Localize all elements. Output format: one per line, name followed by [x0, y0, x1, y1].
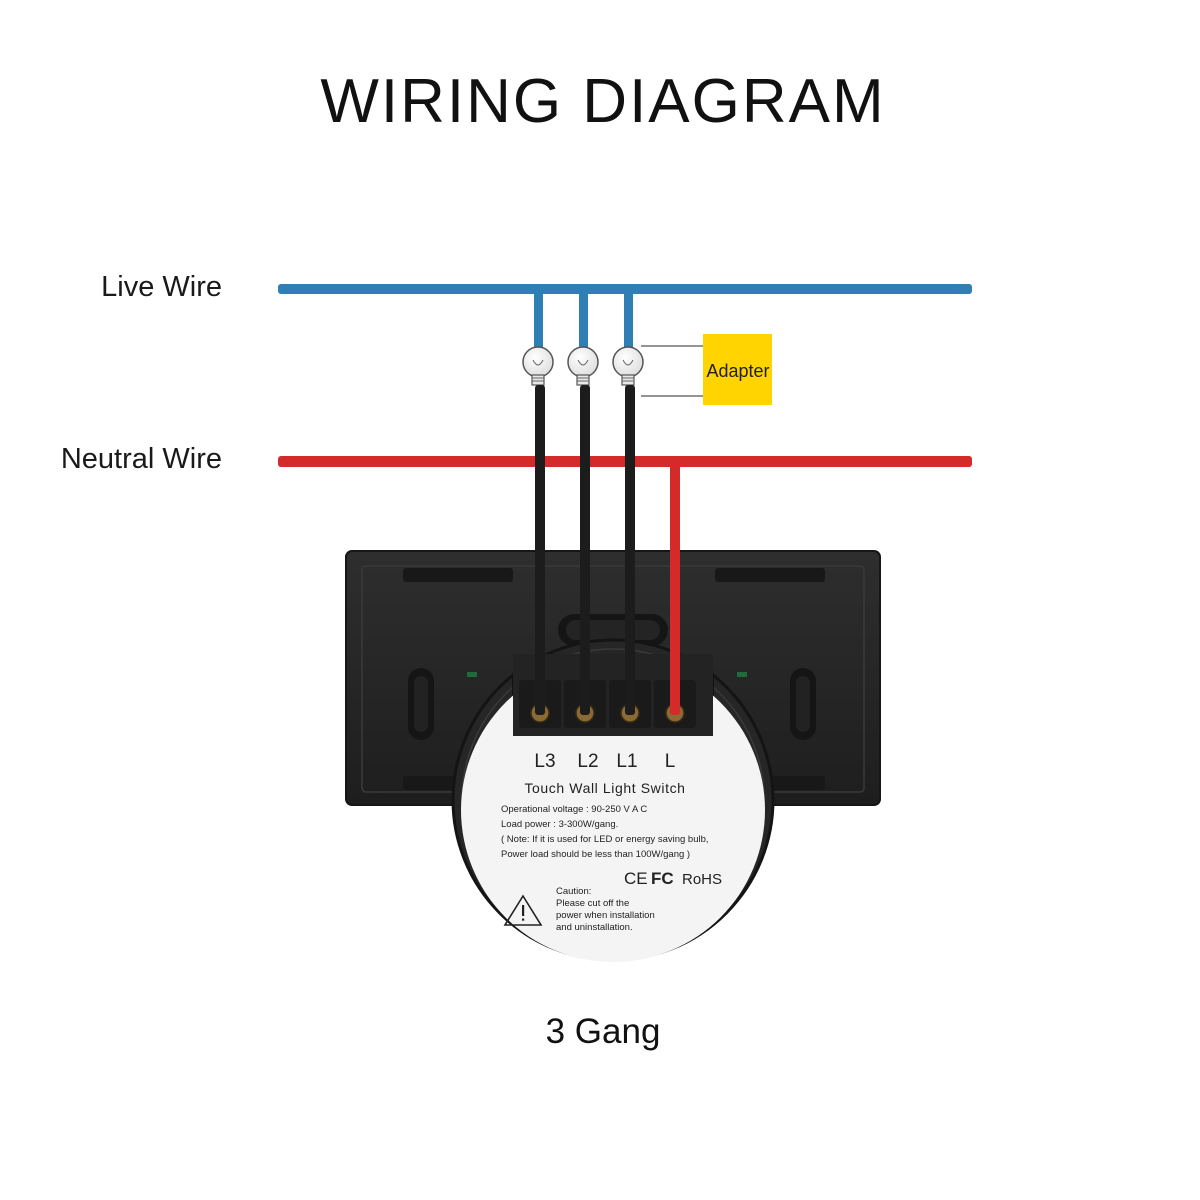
- bulb-icon: [522, 346, 554, 386]
- load-wire-l2: [580, 385, 590, 715]
- load-wires: [535, 385, 635, 715]
- neutral-drop: [670, 462, 680, 715]
- device-label-title: Touch Wall Light Switch: [524, 780, 685, 796]
- bulbs: [522, 346, 644, 386]
- live-drop-2: [579, 289, 588, 349]
- spec-line: Power load should be less than 100W/gang…: [501, 849, 690, 860]
- spec-line: ( Note: If it is used for LED or energy …: [501, 834, 709, 845]
- device-specs: Operational voltage : 90-250 V A C Load …: [501, 804, 709, 860]
- load-wire-l1: [625, 385, 635, 715]
- caution-line: and uninstallation.: [556, 922, 633, 933]
- bulb-icon: [567, 346, 599, 386]
- caution-line: Please cut off the: [556, 898, 629, 909]
- spec-line: Operational voltage : 90-250 V A C: [501, 804, 647, 815]
- live-wire: [278, 284, 972, 294]
- adapter-box: [703, 334, 772, 405]
- neutral-wire-label: Neutral Wire: [61, 443, 222, 475]
- terminal-labels: L3 L2 L1 L: [534, 751, 675, 772]
- adapter-connectors: [641, 345, 704, 397]
- bulb-icon: [612, 346, 644, 386]
- certification-marks: CE FC RoHS: [624, 869, 722, 888]
- terminal-label-l2: L2: [577, 751, 598, 772]
- rohs-mark: RoHS: [682, 871, 722, 888]
- page-title: WIRING DIAGRAM: [320, 67, 885, 136]
- caution-line: power when installation: [556, 910, 655, 921]
- ce-mark: CE: [624, 869, 648, 888]
- caution-line: Caution:: [556, 886, 591, 897]
- live-drop-1: [534, 289, 543, 349]
- adapter-label: Adapter: [706, 361, 769, 381]
- caution-text: Caution: Please cut off the power when i…: [556, 886, 655, 933]
- warning-icon: [503, 894, 543, 926]
- live-drop-3: [624, 289, 633, 349]
- fc-mark: FC: [651, 869, 674, 888]
- terminal-label-l3: L3: [534, 751, 555, 772]
- switch-caption: 3 Gang: [546, 1012, 661, 1051]
- live-wire-label: Live Wire: [101, 271, 222, 303]
- terminal-label-l: L: [665, 751, 676, 772]
- load-wire-l3: [535, 385, 545, 715]
- terminal-label-l1: L1: [616, 751, 637, 772]
- live-drops: [534, 289, 633, 349]
- spec-line: Load power : 3-300W/gang.: [501, 819, 618, 830]
